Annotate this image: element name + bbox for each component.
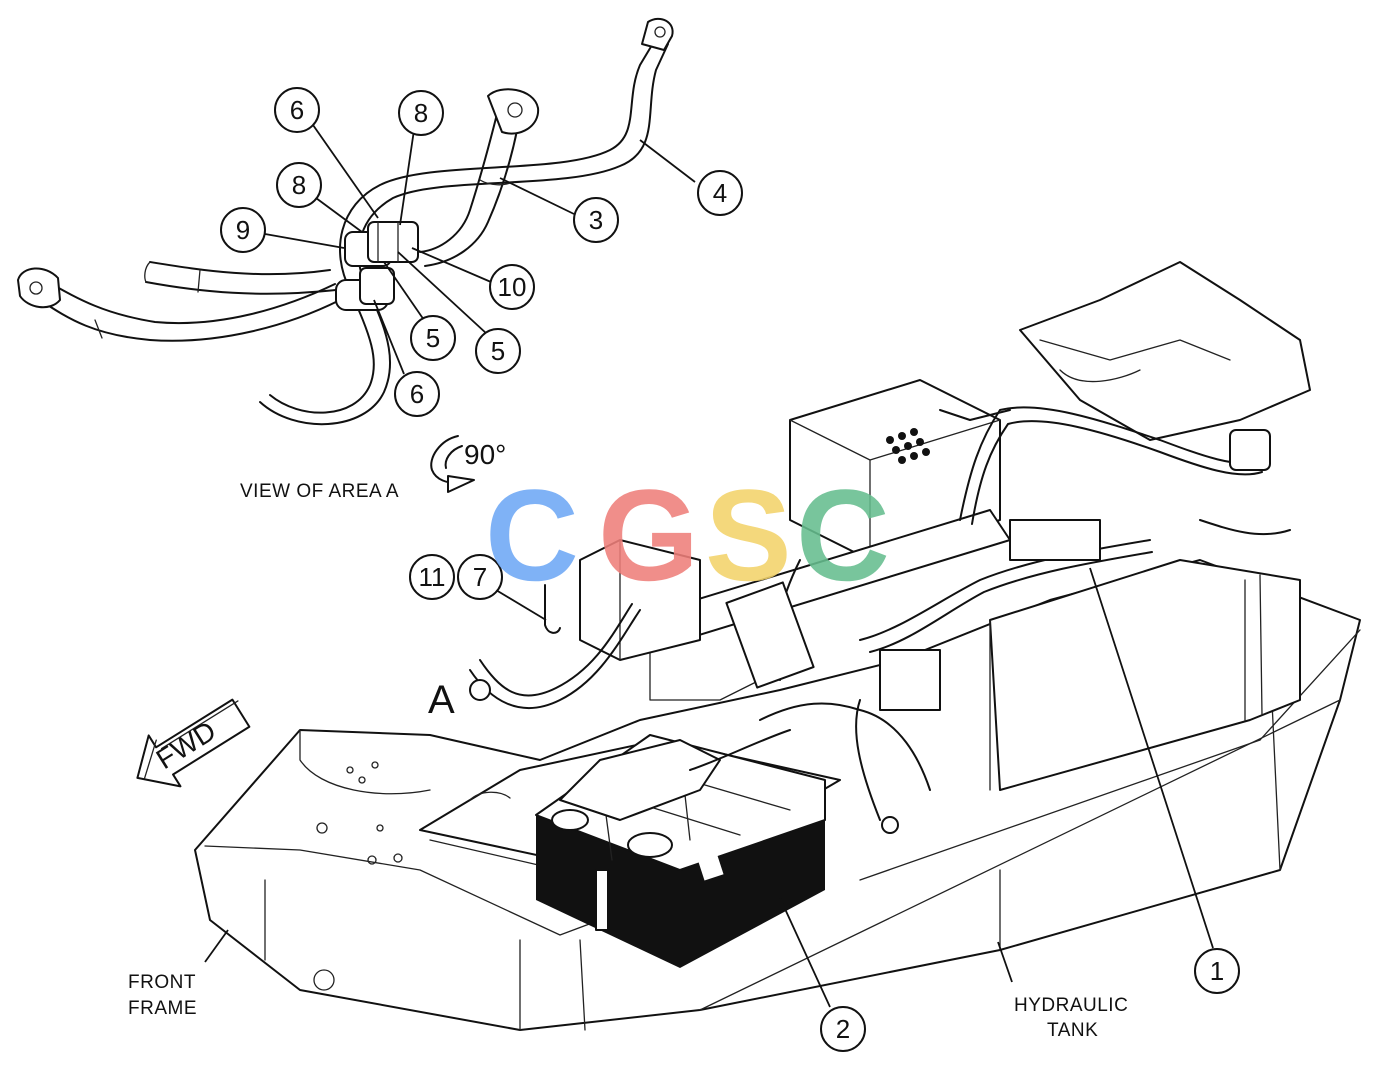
watermark-letter-2: G [598, 462, 699, 608]
watermark-letter-1: C [485, 462, 579, 608]
inset-cable-view [17, 17, 674, 426]
callout-7: 7 [457, 554, 503, 600]
watermark-letter-4: C [796, 462, 890, 608]
svg-text:2: 2 [836, 1014, 850, 1044]
svg-text:9: 9 [236, 215, 250, 245]
callout-2: 2 [820, 1006, 866, 1052]
callout-5-right: 5 [475, 328, 521, 374]
watermark-logo: C G S C [485, 462, 890, 608]
callout-10: 10 [489, 264, 535, 310]
battery [535, 729, 826, 968]
watermark-letter-3: S [705, 462, 792, 608]
svg-text:4: 4 [713, 178, 727, 208]
bracket-7 [544, 584, 561, 634]
svg-text:1: 1 [1210, 956, 1224, 986]
front-frame-label-line2: FRAME [128, 998, 197, 1019]
inset-leaders [264, 124, 696, 375]
rotation-label: 90° [464, 439, 506, 470]
svg-text:8: 8 [292, 170, 306, 200]
svg-text:6: 6 [290, 95, 304, 125]
area-marker: A [428, 678, 455, 722]
svg-text:6: 6 [410, 379, 424, 409]
svg-text:5: 5 [491, 336, 505, 366]
svg-text:10: 10 [498, 272, 527, 302]
callout-11: 11 [409, 554, 455, 600]
front-frame-label-line1: FRONT [128, 972, 196, 993]
svg-text:3: 3 [589, 205, 603, 235]
svg-text:8: 8 [414, 98, 428, 128]
vent-grid [886, 428, 930, 464]
hydraulic-tank-label-line1: HYDRAULIC [1014, 995, 1128, 1016]
wiring-harness [469, 406, 1291, 834]
fwd-arrow-icon [136, 698, 251, 788]
callout-9: 9 [220, 207, 266, 253]
callout-6-top: 6 [274, 87, 320, 133]
view-label: VIEW OF AREA A [240, 481, 399, 502]
callout-3: 3 [573, 197, 619, 243]
hydraulic-tank-label-line2: TANK [1047, 1020, 1098, 1041]
callout-8-top: 8 [398, 90, 444, 136]
callout-1: 1 [1194, 948, 1240, 994]
callout-5-left: 5 [410, 315, 456, 361]
svg-text:5: 5 [426, 323, 440, 353]
main-leaders [204, 567, 1214, 1008]
rotation-arrow-icon [430, 435, 475, 493]
callout-6-bottom: 6 [394, 371, 440, 417]
callout-8-left: 8 [276, 162, 322, 208]
svg-text:7: 7 [473, 562, 487, 592]
svg-text:11: 11 [419, 562, 446, 592]
callout-4: 4 [697, 170, 743, 216]
